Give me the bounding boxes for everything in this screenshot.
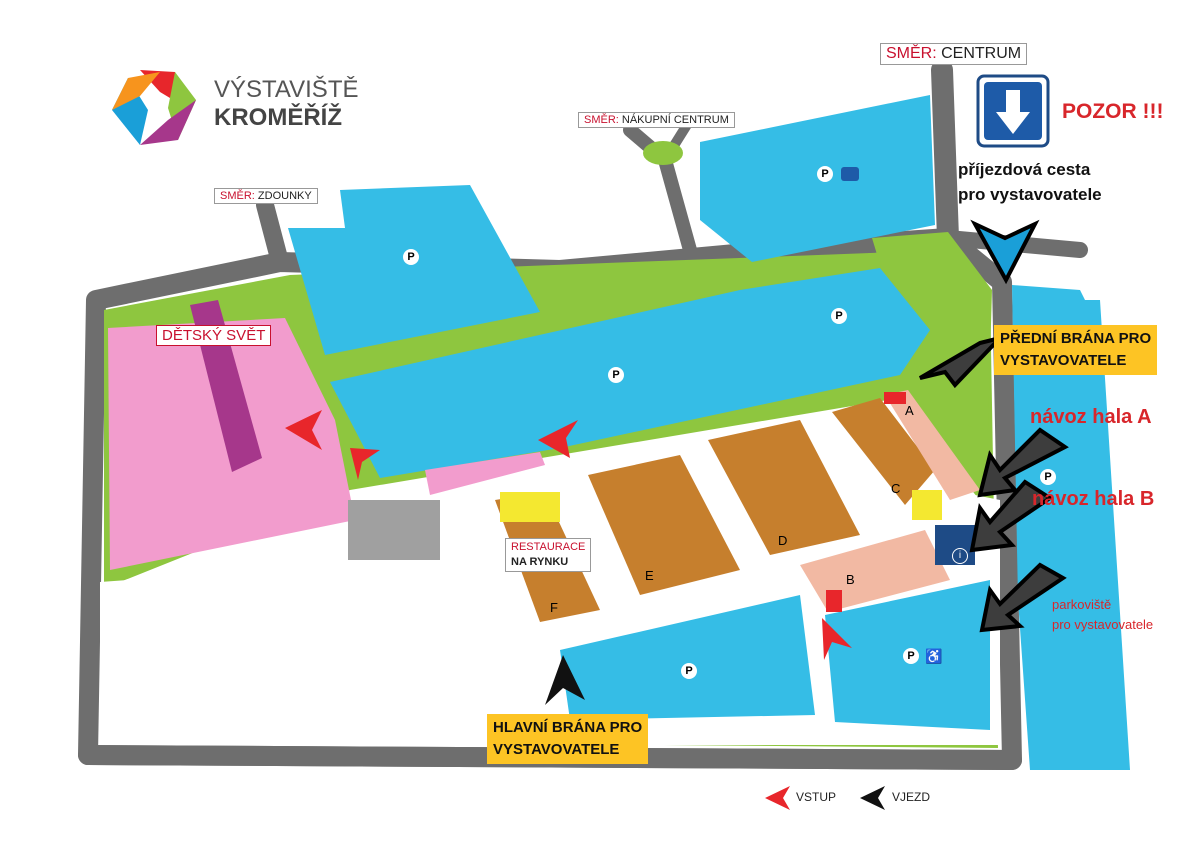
parking-central [330,268,930,478]
legend-entry-icon [765,786,790,810]
direction-zdounky: SMĚR: ZDOUNKY [214,188,318,204]
restaurant-line1: RESTAURACE [511,541,586,553]
hall-a-light [885,390,980,500]
one-way-sign [976,74,1050,148]
drive-in-arrow-icon [545,655,585,705]
restaurant-line2: NA RYNKU [511,556,569,568]
notice-title: POZOR !!! [1062,100,1164,123]
direction-nakupni: SMĚR: NÁKUPNÍ CENTRUM [578,112,735,128]
hall-e [588,455,740,595]
bus-icon [841,167,859,181]
exhibitor-parking-line2: pro vystavovatele [1052,617,1154,632]
hall-label-a: A [905,403,914,418]
legend-entry-label: VSTUP [796,790,837,804]
legend-drive-label: VJEZD [892,790,931,804]
parking-marker: P [681,663,697,679]
approach-arrow-icon [970,219,1040,285]
main-gate-line2: VYSTAVOVATELE [493,741,620,758]
hall-label-e: E [645,568,654,583]
direction-name: CENTRUM [941,45,1022,62]
parking-south-mid [560,595,815,720]
hall-label-f: F [550,600,558,615]
front-gate-line1: PŘEDNÍ BRÁNA PRO [1000,330,1152,347]
hall-a-c [832,398,935,505]
direction-name: NÁKUPNÍ CENTRUM [621,114,729,126]
hall-label-c: C [891,481,901,496]
logo-line1: VÝSTAVIŠTĚ [214,76,359,103]
parking-marker: P [608,367,624,383]
notice-line2: pro vystavovatele [958,185,1102,204]
pavilions [348,390,980,622]
front-gate-line2: VYSTAVOVATELE [1000,352,1127,369]
direction-name: ZDOUNKY [257,190,312,202]
parking-marker: P [403,249,419,265]
entry-arrows [285,410,852,660]
entry-arrow-icon [350,448,380,480]
exhibitor-parking-line1: parkoviště [1052,597,1112,612]
parking-north-west [288,185,540,355]
main-gate-label: HLAVNÍ BRÁNA PRO VYSTAVOVATELE [487,714,649,764]
direction-prefix: SMĚR: [886,45,937,62]
legend-drive-icon [860,786,885,810]
parking-marker: P [831,308,847,324]
delivery-arrows [918,334,1069,633]
wheelchair-icon: ♿ [925,648,943,664]
logo-line2: KROMĚŘÍŽ [214,104,342,131]
delivery-hall-b: návoz hala B [1032,488,1155,510]
front-gate-label: PŘEDNÍ BRÁNA PRO VYSTAVOVATELE [994,325,1158,375]
parking-lots [288,95,1130,770]
parking-marker: P [1040,469,1056,485]
logo-mark [112,70,196,145]
parking-marker: P [817,166,833,182]
entry-arrow-icon [538,420,578,458]
hall-d [708,420,860,555]
kids-world-label: DĚTSKÝ SVĚT [156,325,272,346]
direction-centrum: SMĚR: CENTRUM [880,43,1028,65]
entry-arrow-icon [285,410,322,450]
direction-prefix: SMĚR: [220,190,255,202]
restaurant-label: RESTAURACE NA RYNKU [505,538,592,572]
info-icon: i [952,548,968,564]
entry-arrow-icon [822,618,852,660]
direction-prefix: SMĚR: [584,114,619,126]
parking-east-strip [1012,285,1130,770]
notice-line1: příjezdová cesta [958,160,1091,179]
hall-label-d: D [778,533,788,548]
hall-label-b: B [846,572,855,587]
parking-marker: P [903,648,919,664]
main-gate-line1: HLAVNÍ BRÁNA PRO [493,719,643,736]
delivery-hall-a: návoz hala A [1030,406,1152,428]
